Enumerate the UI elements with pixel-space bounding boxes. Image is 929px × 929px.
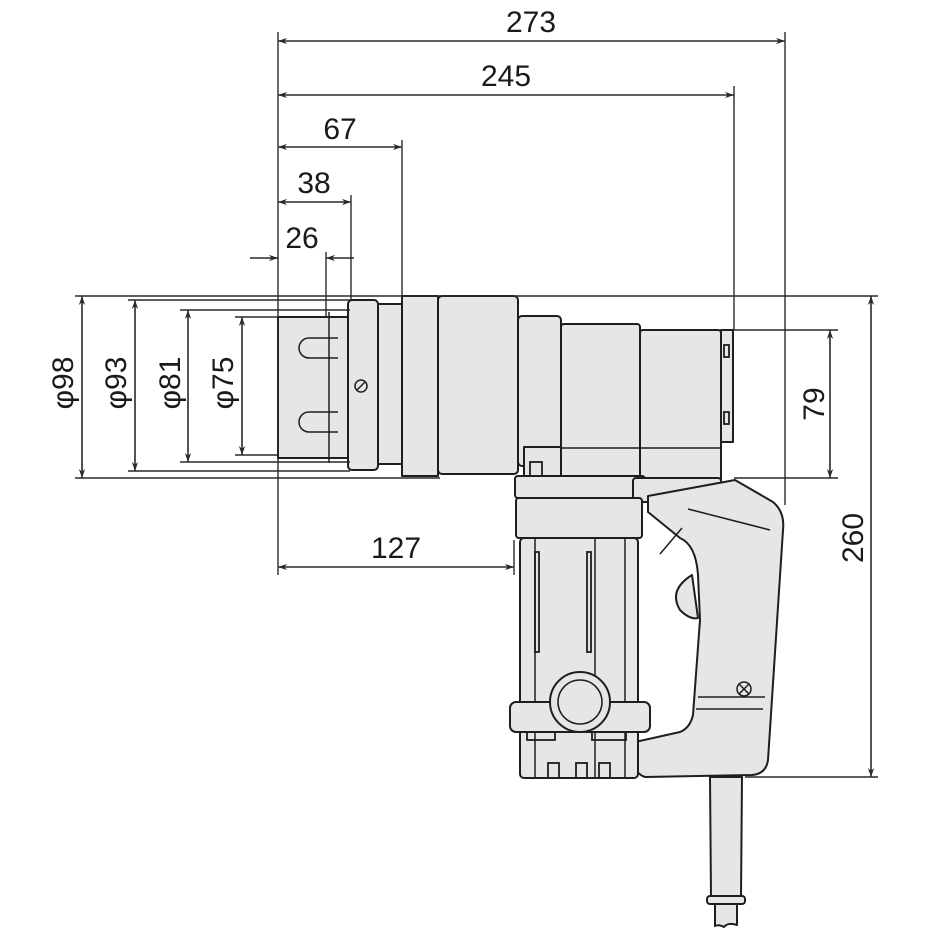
gear-cap <box>517 315 562 467</box>
extension-lines <box>75 32 878 778</box>
dim-26: 26 <box>285 222 318 255</box>
gear-housing <box>437 295 519 475</box>
dim-127: 127 <box>371 532 421 565</box>
screw-icon <box>736 681 752 697</box>
collar <box>401 295 439 477</box>
socket-head <box>277 295 415 471</box>
dim-260: 260 <box>837 513 870 563</box>
dim-dia-93: φ93 <box>100 357 133 410</box>
dim-79: 79 <box>798 387 831 420</box>
dim-273: 273 <box>506 6 556 39</box>
dimension-labels: 273 245 67 38 26 127 φ98 φ93 φ81 φ75 79 … <box>47 6 870 565</box>
handle-grip <box>634 479 785 778</box>
dim-dia-75: φ75 <box>207 357 240 410</box>
dim-dia-98: φ98 <box>47 357 80 410</box>
dimension-lines <box>78 37 875 777</box>
dim-dia-81: φ81 <box>154 357 187 410</box>
tool-body <box>277 295 785 928</box>
motor-column <box>509 497 651 779</box>
trigger <box>675 574 699 620</box>
power-cord <box>706 776 746 928</box>
dim-67: 67 <box>323 113 356 146</box>
dim-38: 38 <box>297 167 330 200</box>
dim-245: 245 <box>481 60 531 93</box>
upper-flange <box>514 475 646 499</box>
